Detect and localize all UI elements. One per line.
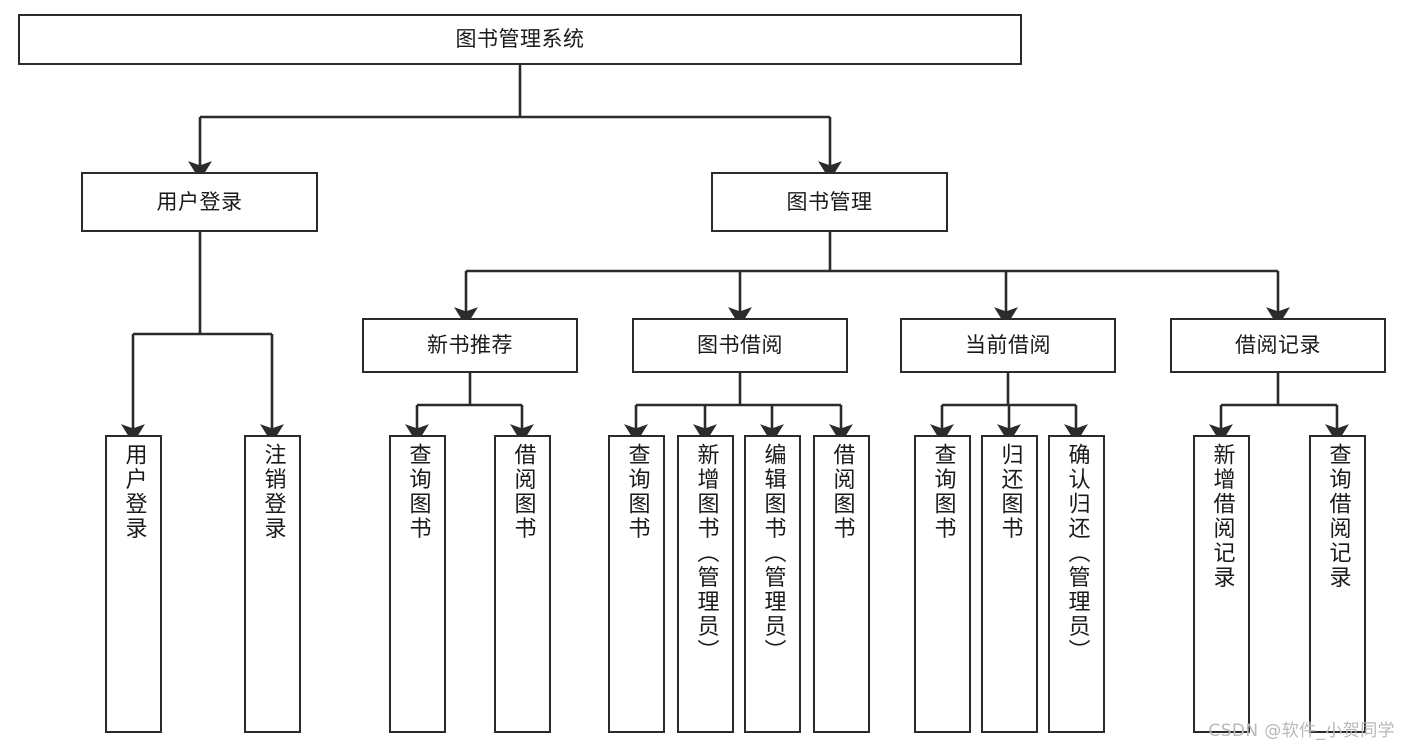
node-leaf-query-book-2-label: 查询图书 <box>624 443 650 541</box>
node-book-borrow[interactable]: 图书借阅 <box>632 318 848 373</box>
node-leaf-return-book[interactable]: 归还图书 <box>981 435 1038 733</box>
node-borrow-record[interactable]: 借阅记录 <box>1170 318 1386 373</box>
node-current-borrow[interactable]: 当前借阅 <box>900 318 1116 373</box>
node-current-borrow-label: 当前借阅 <box>965 333 1051 358</box>
node-book-manage-label: 图书管理 <box>786 189 873 214</box>
node-leaf-borrow-book-1-label: 借阅图书 <box>510 443 536 541</box>
node-leaf-query-record-label: 查询借阅记录 <box>1325 443 1351 590</box>
node-leaf-borrow-book-1[interactable]: 借阅图书 <box>494 435 551 733</box>
csdn-watermark: CSDN @软件_小贺同学 <box>1208 721 1395 741</box>
node-leaf-user-login-label: 用户登录 <box>121 443 147 541</box>
node-leaf-add-record-label: 新增借阅记录 <box>1209 443 1235 590</box>
node-leaf-return-book-label: 归还图书 <box>997 443 1023 541</box>
node-leaf-borrow-book-2[interactable]: 借阅图书 <box>813 435 870 733</box>
node-leaf-query-book-1-label: 查询图书 <box>405 443 431 541</box>
node-new-book-recommend[interactable]: 新书推荐 <box>362 318 578 373</box>
node-leaf-confirm-return-label: 确认归还（管理员） <box>1064 443 1090 664</box>
node-leaf-query-book-1[interactable]: 查询图书 <box>389 435 446 733</box>
node-user-login-label: 用户登录 <box>156 189 243 214</box>
node-root-system[interactable]: 图书管理系统 <box>18 14 1022 65</box>
node-leaf-logout-login[interactable]: 注销登录 <box>244 435 301 733</box>
node-leaf-query-book-3[interactable]: 查询图书 <box>914 435 971 733</box>
node-book-borrow-label: 图书借阅 <box>697 333 783 358</box>
node-leaf-add-book-label: 新增图书（管理员） <box>693 443 719 664</box>
node-leaf-borrow-book-2-label: 借阅图书 <box>829 443 855 541</box>
node-leaf-query-book-3-label: 查询图书 <box>930 443 956 541</box>
node-book-manage[interactable]: 图书管理 <box>711 172 948 232</box>
node-leaf-edit-book-label: 编辑图书（管理员） <box>760 443 786 664</box>
node-leaf-logout-login-label: 注销登录 <box>260 443 286 541</box>
node-new-book-recommend-label: 新书推荐 <box>427 333 513 358</box>
node-leaf-confirm-return[interactable]: 确认归还（管理员） <box>1048 435 1105 733</box>
node-leaf-edit-book[interactable]: 编辑图书（管理员） <box>744 435 801 733</box>
node-leaf-user-login[interactable]: 用户登录 <box>105 435 162 733</box>
node-leaf-add-record[interactable]: 新增借阅记录 <box>1193 435 1250 733</box>
node-borrow-record-label: 借阅记录 <box>1235 333 1321 358</box>
node-root-system-label: 图书管理系统 <box>455 27 585 52</box>
node-user-login[interactable]: 用户登录 <box>81 172 318 232</box>
node-leaf-query-record[interactable]: 查询借阅记录 <box>1309 435 1366 733</box>
node-leaf-add-book[interactable]: 新增图书（管理员） <box>677 435 734 733</box>
node-leaf-query-book-2[interactable]: 查询图书 <box>608 435 665 733</box>
